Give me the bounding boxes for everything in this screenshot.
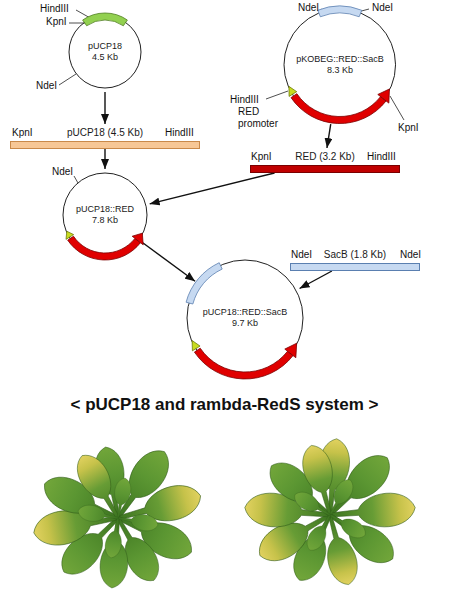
- promoter-symbol: [192, 340, 200, 350]
- gene-arrowhead: [285, 343, 297, 358]
- gene-segment: [318, 6, 362, 17]
- leaf: [303, 511, 337, 554]
- site-label: KpnI: [251, 151, 272, 163]
- site-label: RED promoter: [238, 106, 284, 130]
- site-label: NdeI: [36, 80, 57, 92]
- size-label: 8.3 Kb: [327, 65, 353, 76]
- plasmid-circle: pUCP184.5 Kb: [69, 16, 141, 88]
- plasmid-name: pUCP18: [88, 41, 122, 52]
- gene-segment: [291, 94, 386, 124]
- dna-fragment: [250, 165, 400, 173]
- site-label: HindIII: [165, 127, 194, 139]
- construction-arrow: [142, 242, 195, 281]
- site-label: HindIII: [230, 94, 259, 106]
- plant-right: [243, 437, 416, 588]
- plasmid-circle: pKOBEG::RED::SacB8.3 Kb: [284, 9, 396, 121]
- leader-lines: [59, 9, 404, 183]
- leaf: [326, 508, 369, 542]
- size-label: 4.5 Kb: [92, 52, 118, 63]
- gene-segment: [186, 263, 222, 304]
- leaf: [110, 477, 133, 520]
- gene-segment: [83, 13, 128, 26]
- leaf: [77, 503, 120, 526]
- site-label: KpnI: [46, 16, 67, 28]
- plasmid-name: pUCP18::RED::SacB: [203, 307, 288, 318]
- construction-arrow: [150, 173, 275, 204]
- plasmid-name: pUCP18 (4.5 Kb): [67, 127, 143, 139]
- gene-segment: [194, 348, 293, 379]
- leader-line: [74, 176, 78, 183]
- site-label: NdeI: [52, 166, 73, 178]
- site-label: NdeI: [298, 2, 319, 14]
- construction-arrow: [104, 92, 105, 124]
- site-label: HindIII: [40, 3, 69, 15]
- site-label: NdeI: [400, 249, 421, 261]
- plasmid-name: pKOBEG::RED::SacB: [296, 54, 384, 65]
- plasmid-name: RED (3.2 Kb): [295, 151, 354, 163]
- site-label: HindIII: [367, 151, 396, 163]
- site-label: KpnI: [398, 122, 419, 134]
- size-label: 7.8 Kb: [92, 215, 118, 226]
- caption-layer: < pUCP18 and rambda-RedS system >: [0, 395, 449, 415]
- gene-segment: [68, 236, 141, 260]
- plasmid-circle: pUCP18::RED7.8 Kb: [63, 173, 147, 257]
- plant-left: [31, 443, 205, 590]
- plasmid-ring: [69, 16, 141, 88]
- site-label: NdeI: [291, 249, 312, 261]
- leaf: [291, 488, 334, 522]
- leaf: [98, 517, 132, 589]
- plasmid-name: SacB (1.8 Kb): [324, 249, 386, 261]
- leader-line: [59, 74, 76, 85]
- plasmid-name: pUCP18::RED: [76, 204, 134, 215]
- site-label: NdeI: [372, 2, 393, 14]
- construction-arrow: [300, 271, 332, 289]
- promoter-symbol: [289, 87, 297, 97]
- construction-arrow: [327, 124, 331, 148]
- leader-line: [266, 91, 288, 99]
- leaf: [103, 517, 126, 560]
- dna-fragment: [290, 263, 420, 271]
- leaf: [323, 476, 357, 519]
- plasmid-circle: pUCP18::RED::SacB9.7 Kb: [187, 260, 303, 376]
- size-label: 9.7 Kb: [232, 318, 258, 329]
- construction-arrow: [104, 149, 105, 169]
- gene-arrowhead: [378, 89, 390, 103]
- promoter-symbol: [66, 231, 74, 239]
- dna-fragment: [10, 141, 200, 149]
- gene-arrowhead: [132, 233, 143, 245]
- site-label: KpnI: [12, 127, 33, 139]
- figure-caption: < pUCP18 and rambda-RedS system >: [0, 395, 449, 415]
- leader-line: [390, 96, 404, 120]
- leaf: [117, 510, 160, 533]
